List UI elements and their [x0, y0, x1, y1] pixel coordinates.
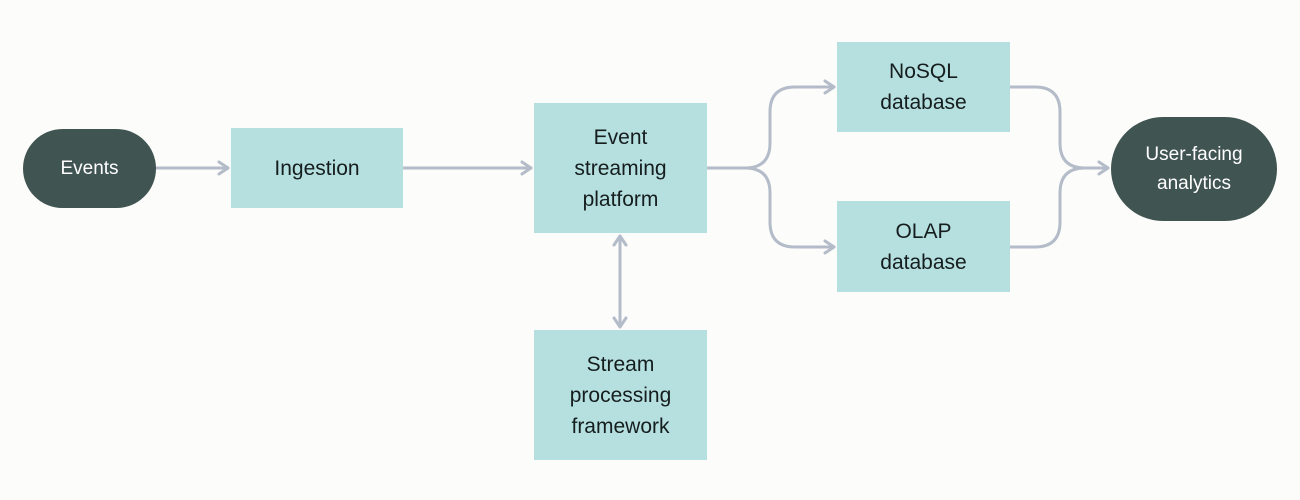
arrowhead-nosql	[823, 79, 836, 95]
arrowhead-olap	[823, 239, 836, 255]
edge-olap-to-analytics	[1008, 166, 1087, 249]
nosql-database-node: NoSQL database	[837, 42, 1010, 132]
stream-processing-framework-node: Stream processing framework	[534, 330, 707, 460]
user-facing-analytics-node: User-facing analytics	[1111, 117, 1277, 221]
edge-streaming-to-nosql	[705, 85, 836, 170]
olap-database-node: OLAP database	[837, 201, 1010, 292]
arrowhead-streaming-up	[612, 234, 628, 247]
arrowhead-ingestion	[217, 160, 230, 176]
event-streaming-platform-node: Event streaming platform	[534, 103, 707, 233]
edge-nosql-to-analytics	[1008, 85, 1110, 170]
arrowhead-processing-down	[612, 316, 628, 329]
ingestion-node: Ingestion	[231, 128, 403, 208]
arrowhead-streaming	[520, 160, 533, 176]
events-node: Events	[23, 129, 156, 208]
arrowhead-analytics	[1097, 160, 1110, 176]
edge-streaming-to-olap	[743, 166, 836, 249]
